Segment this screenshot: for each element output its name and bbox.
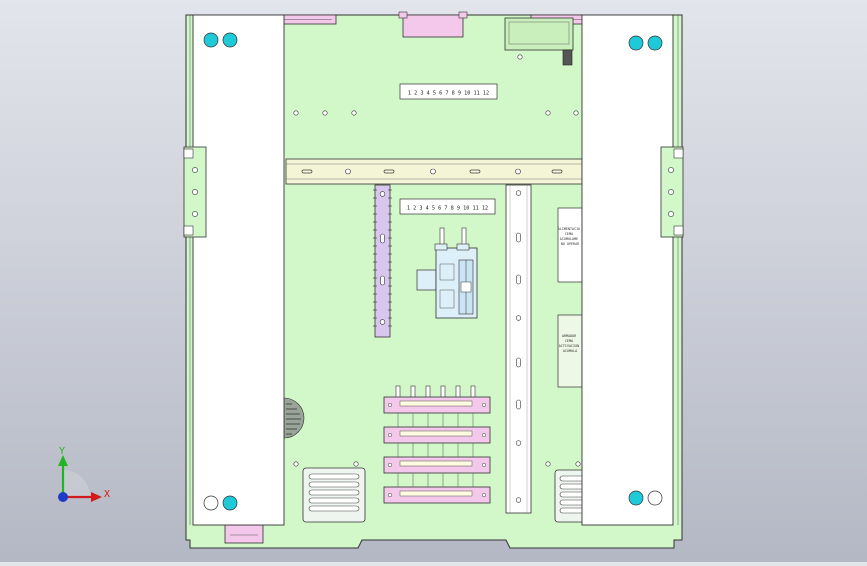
top-connector <box>402 14 464 38</box>
z-axis-dot <box>58 492 68 502</box>
vent-grille-right <box>554 469 586 523</box>
door-hole-cyan <box>647 35 663 51</box>
side-door-left <box>192 14 285 526</box>
door-hole-cyan <box>628 35 644 51</box>
door-hole-cyan <box>628 490 644 506</box>
screw-row-top <box>293 54 579 116</box>
terminal-label-strip-top <box>399 83 498 100</box>
terminal-posts <box>395 385 476 401</box>
circuit-breaker <box>416 227 478 319</box>
fan-unit-inner <box>508 21 570 45</box>
axis-triad[interactable]: Y X <box>58 446 110 502</box>
x-axis-label: X <box>104 489 110 500</box>
rail-slots-left <box>379 191 386 325</box>
bottom-connector <box>224 524 264 544</box>
rail-slots-right <box>515 190 522 503</box>
warning-plate-2-text: ARMADOR CEMA ACTIVACION ACUMULA <box>559 334 581 353</box>
din-rail-screws <box>345 168 521 175</box>
warning-plate-1-text: ALIMENTACIO CEMA ACUMULAME NO OPERAR <box>558 227 583 246</box>
side-door-right <box>581 14 674 526</box>
hinge-right <box>660 146 684 238</box>
screw-row-bottom <box>293 461 581 467</box>
fan-plug <box>562 49 573 66</box>
terminal-block-bank <box>383 385 491 504</box>
door-hole <box>647 490 663 506</box>
triad-sector <box>63 470 90 497</box>
vent-grille-left <box>302 467 366 523</box>
door-hole <box>203 495 219 511</box>
rail-teeth-left <box>373 189 392 327</box>
y-axis-head <box>58 455 68 466</box>
warning-plate-2 <box>557 314 583 388</box>
y-axis-label: Y <box>59 446 65 457</box>
din-rail-slots <box>301 169 563 174</box>
fan-unit <box>504 17 574 51</box>
x-axis-head <box>91 492 102 502</box>
terminal-label-text-mid: 1 2 3 4 5 6 7 8 9 10 11 12 <box>407 206 488 212</box>
terminal-label-text-top: 1 2 3 4 5 6 7 8 9 10 11 12 <box>408 91 489 97</box>
terminal-label-strip-mid <box>399 198 496 215</box>
vertical-din-rail-left <box>374 184 391 338</box>
round-fan-grille <box>283 397 305 439</box>
hinge-left <box>183 146 207 238</box>
door-hole-cyan <box>222 32 238 48</box>
door-hole-cyan <box>222 495 238 511</box>
top-connector-tab <box>398 11 408 19</box>
door-hole-cyan <box>203 32 219 48</box>
top-connector-tab <box>458 11 468 19</box>
